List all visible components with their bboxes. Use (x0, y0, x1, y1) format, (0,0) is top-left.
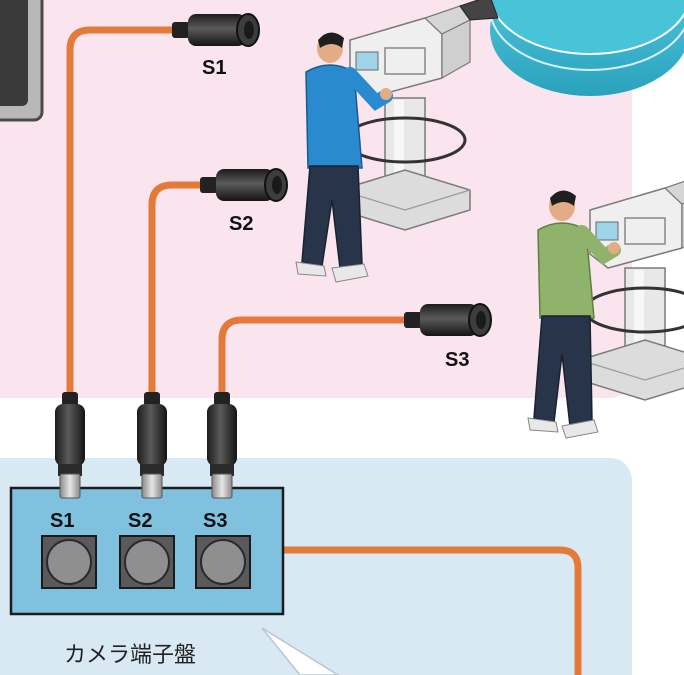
connector-s1-end (172, 13, 260, 47)
panel-port-s1 (41, 535, 97, 589)
camera-operator-2 (527, 164, 684, 439)
panel-port-s2 (119, 535, 175, 589)
connector-s3-panel (207, 392, 237, 499)
cable-panel-out (278, 546, 582, 675)
camera-terminal-panel: S1 S2 S3 (9, 486, 285, 616)
callout-pointer (261, 627, 340, 675)
camera-operator-1 (295, 0, 500, 283)
connector-s2-panel (137, 392, 167, 499)
cable-s1 (66, 26, 184, 402)
cable-s3 (218, 316, 416, 402)
label-cable-s2: S2 (229, 213, 253, 235)
connector-s3-end (404, 303, 492, 337)
panel-label-s1: S1 (50, 510, 74, 532)
panel-label-s2: S2 (128, 510, 152, 532)
panel-label-s3: S3 (203, 510, 227, 532)
connector-s1-panel (55, 392, 85, 499)
cables (66, 26, 582, 675)
cable-s2 (148, 181, 212, 402)
monitor-graphic (0, 0, 44, 122)
label-cable-s3: S3 (445, 349, 469, 371)
panel-caption: カメラ端子盤 (64, 643, 196, 668)
label-cable-s1: S1 (202, 57, 226, 79)
panel-port-s3 (195, 535, 251, 589)
connector-s2-end (200, 168, 288, 202)
